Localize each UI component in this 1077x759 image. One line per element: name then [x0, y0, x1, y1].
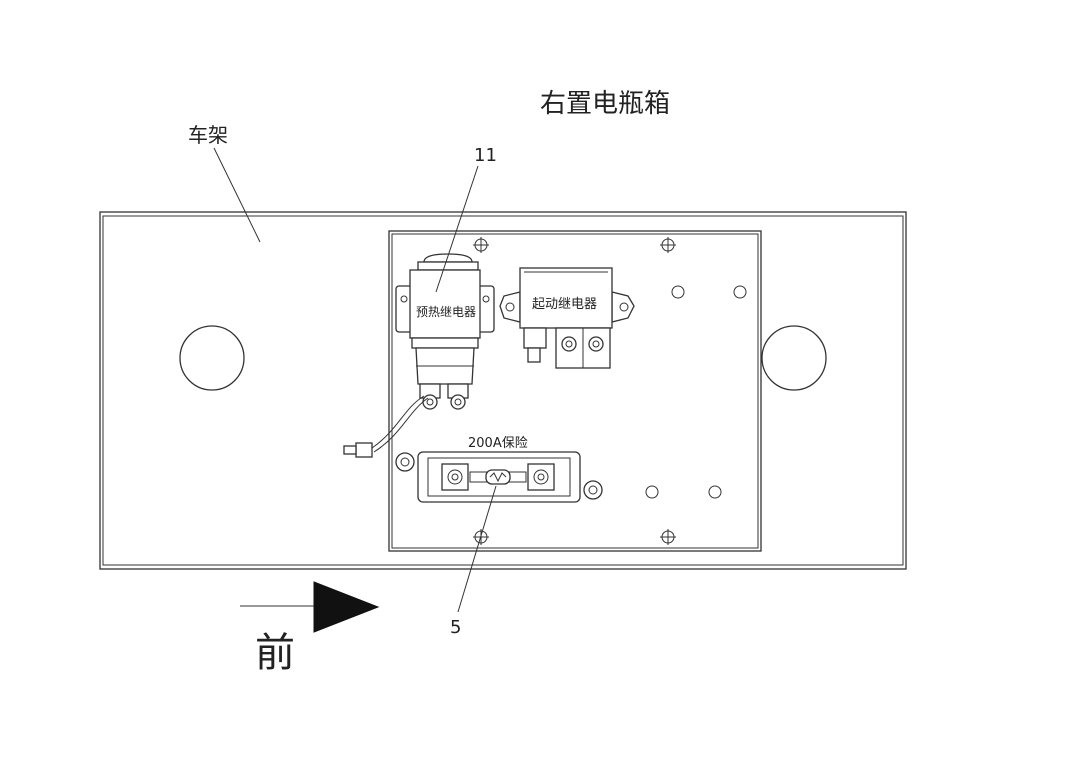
fuse-200a: 200A保险 — [395, 436, 603, 503]
fuse-label: 200A保险 — [468, 436, 528, 451]
callout-11-leader — [435, 165, 479, 293]
callout-5: 5 — [450, 617, 461, 638]
mounting-plate — [388, 230, 762, 552]
plate-holes — [645, 285, 747, 499]
frame-hole-left — [179, 325, 245, 391]
callout-5-leader — [457, 485, 497, 613]
frame-leader-line — [213, 147, 261, 243]
start-relay: 起动继电器 — [499, 267, 635, 369]
bolt-bottom-right — [660, 529, 676, 545]
bolt-top-right — [660, 237, 676, 253]
front-direction-arrow — [240, 581, 380, 633]
frame-hole-right — [761, 325, 827, 391]
start-relay-label: 起动继电器 — [532, 297, 597, 312]
frame-label: 车架 — [188, 123, 228, 147]
front-label: 前 — [255, 630, 295, 676]
preheat-relay: 预热继电器 — [395, 253, 495, 410]
callout-11: 11 — [474, 145, 497, 166]
bolt-top-left — [473, 237, 489, 253]
preheat-relay-label: 预热继电器 — [416, 305, 476, 319]
vehicle-frame — [99, 211, 907, 570]
diagram-title: 右置电瓶箱 — [540, 89, 670, 119]
preheat-wire — [343, 395, 429, 458]
